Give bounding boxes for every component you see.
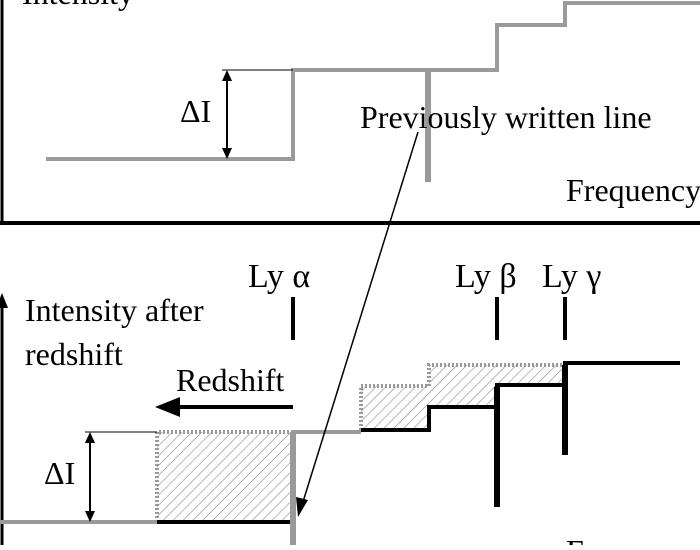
top-delta-i-label: ΔI	[180, 93, 211, 129]
top-delta-i-arrowhead-down	[222, 148, 232, 159]
bottom-delta-i-label: ΔI	[44, 455, 75, 491]
ly-gamma-label: Ly γ	[542, 258, 601, 295]
redshift-label: Redshift	[176, 362, 285, 398]
line-shift-arrow	[301, 131, 419, 506]
absorption-region-beta-gamma	[361, 365, 565, 430]
bottom-y-axis-arrowhead	[0, 293, 8, 308]
bottom-y-axis-label-line1: Intensity after	[25, 292, 204, 328]
bottom-panel: Intensity after redshift Ly α Ly β Ly γ …	[0, 258, 700, 550]
bottom-x-axis-label: Frequency	[566, 533, 700, 545]
redshift-arrowhead	[155, 397, 180, 417]
bottom-delta-i-arrowhead-up	[85, 432, 95, 443]
ly-beta-label: Ly β	[455, 258, 517, 295]
top-panel: Intensity ΔI Previously written line Fre…	[0, 0, 700, 225]
top-y-axis-label: Intensity	[22, 0, 134, 11]
top-delta-i-arrowhead-up	[222, 70, 232, 81]
bottom-y-axis-label-line2: redshift	[25, 336, 123, 372]
top-step-spectrum	[46, 1, 700, 161]
absorption-region-beta-gamma-outline	[359, 363, 565, 430]
ly-alpha-label: Ly α	[248, 258, 310, 295]
previously-written-line-label: Previously written line	[360, 99, 652, 135]
top-x-axis-label: Frequency	[566, 172, 700, 208]
absorption-region-alpha	[157, 432, 293, 522]
line-shift-arrowhead	[296, 497, 308, 517]
bottom-delta-i-arrowhead-down	[85, 511, 95, 522]
